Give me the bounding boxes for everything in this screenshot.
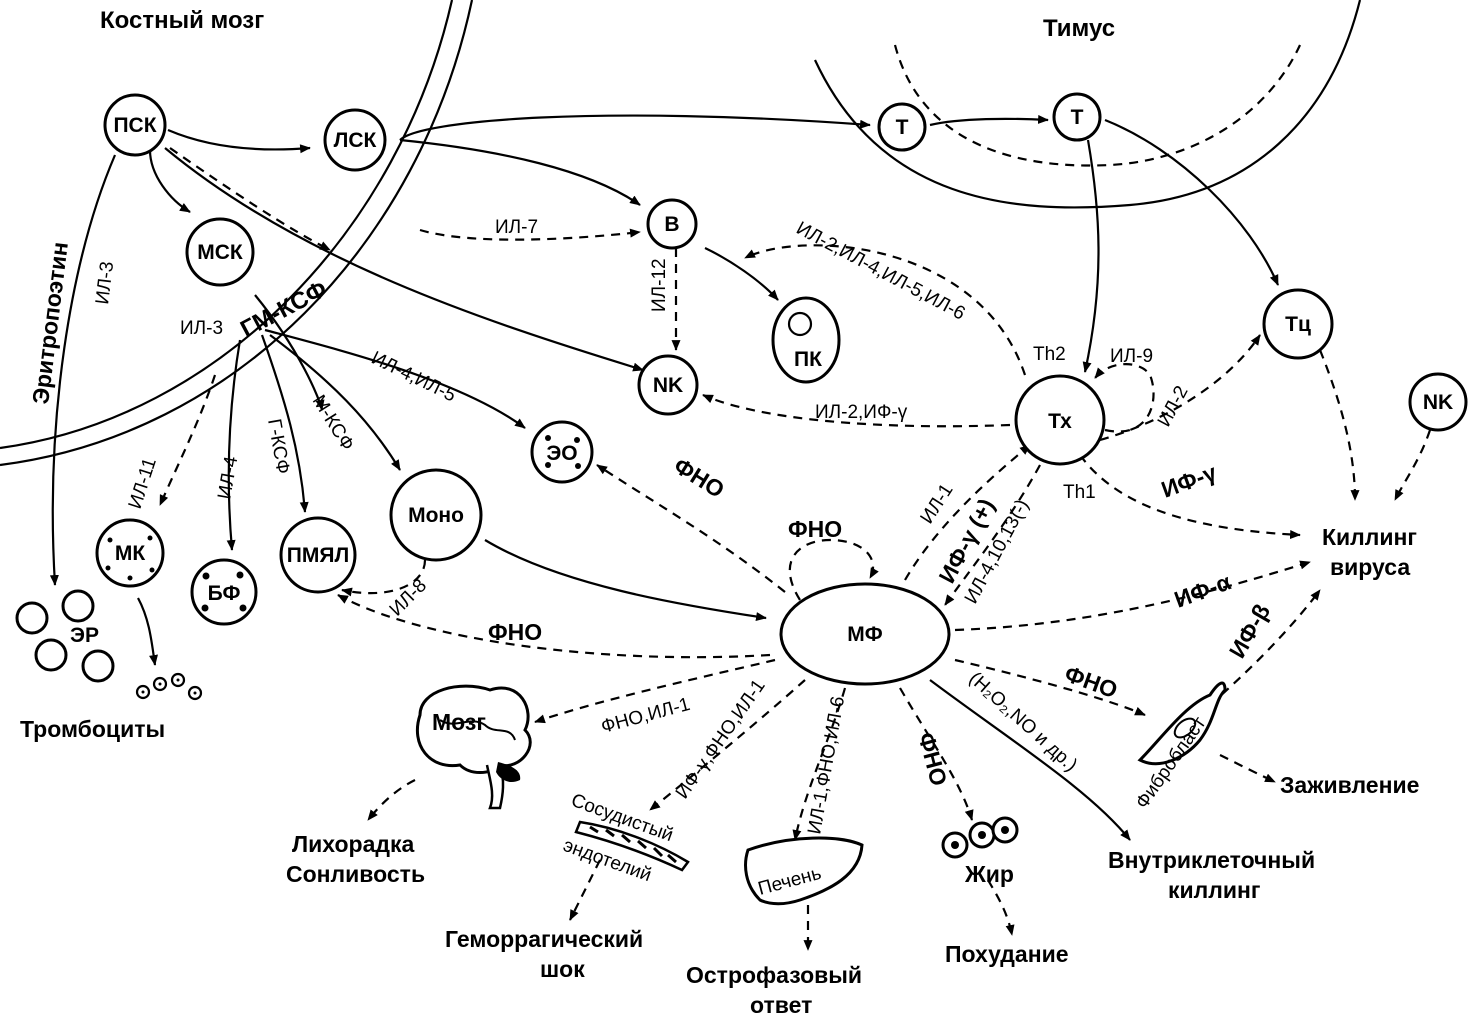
cell-nk-right-label: NK [1423, 391, 1453, 414]
label-il4-il5: ИЛ-4,ИЛ-5 [368, 348, 459, 407]
hemorrhagic-label-2: шок [540, 956, 585, 982]
hemorrhagic-label-1: Геморрагический [445, 926, 643, 952]
cell-eo[interactable]: ЭО [530, 420, 594, 484]
cell-psk[interactable]: ПСК [103, 93, 167, 157]
label-erythropoietin: Эритропоэтин [27, 240, 73, 405]
healing-label: Заживление [1280, 772, 1419, 798]
cell-mono-label: Моно [408, 504, 464, 527]
platelets-icon [135, 672, 203, 701]
cell-tx-label: Тх [1048, 410, 1072, 433]
label-il4: ИЛ-4 [214, 454, 242, 500]
label-il9: ИЛ-9 [1110, 346, 1153, 367]
label-il3-msk: ИЛ-3 [180, 318, 223, 339]
label-if-alpha: ИФ-α [1171, 568, 1234, 612]
label-il2-ifg: ИЛ-2,ИФ-γ [815, 402, 908, 423]
label-il8: ИЛ-8 [386, 575, 431, 620]
virus-kill-label-1: Киллинг [1322, 524, 1417, 550]
acute-label-2: ответ [750, 992, 812, 1018]
cell-tx[interactable]: Тх [1014, 374, 1106, 466]
cell-eo-label: ЭО [546, 442, 577, 465]
label-tnf-fibro: ФНО [1061, 660, 1121, 703]
vascular-endothelium-icon: Сосудистый эндотелий [560, 790, 690, 886]
label-il2-tc: ИЛ-2 [1154, 382, 1193, 430]
label-m-csf: М-КСФ [308, 392, 358, 455]
label-if-beta: ИФ-β [1224, 599, 1275, 662]
label-il1-tx: ИЛ-1 [917, 480, 958, 528]
cell-tc-label: Тц [1285, 313, 1311, 336]
label-tnf-eo: ФНО [669, 452, 729, 503]
sleep-label: Сонливость [286, 861, 425, 887]
th2-label: Th2 [1033, 344, 1066, 365]
cell-t1[interactable]: Т [877, 102, 927, 152]
label-il12: ИЛ-12 [649, 258, 670, 312]
acute-label-1: Острофазовый [686, 962, 862, 988]
fibroblast-icon: Фибробласт [1132, 681, 1227, 813]
cell-b-label: В [664, 213, 679, 236]
cell-msk[interactable]: МСК [185, 217, 255, 287]
cell-pmyal-label: ПМЯЛ [287, 544, 349, 567]
cell-b[interactable]: В [646, 198, 698, 250]
cell-t2-label: Т [1071, 106, 1084, 129]
cell-t2[interactable]: Т [1052, 92, 1102, 142]
label-il1-tnf-il6: ИЛ-1,ФНО,ИЛ-6 [804, 695, 849, 836]
cell-lsk[interactable]: ЛСК [323, 108, 387, 172]
label-il3-left: ИЛ-3 [92, 260, 118, 305]
label-g-csf: Г-КСФ [263, 417, 293, 475]
cell-mono[interactable]: Моно [389, 468, 483, 562]
th1-label: Th1 [1063, 482, 1096, 503]
cell-bf[interactable]: БФ [190, 558, 258, 626]
cell-mk-label: МК [115, 542, 145, 565]
cell-nk-left-label: NK [653, 374, 683, 397]
cell-tc[interactable]: Тц [1262, 288, 1334, 360]
thymus-title: Тимус [1043, 15, 1115, 42]
fat-label: Жир [964, 861, 1014, 887]
virus-kill-label-2: вируса [1330, 554, 1410, 580]
cell-msk-label: МСК [197, 241, 243, 264]
cell-psk-label: ПСК [113, 114, 156, 137]
label-tnf-pmyal: ФНО [488, 619, 542, 645]
cell-pk[interactable]: ПК [771, 296, 841, 384]
cell-pk-label: ПК [794, 348, 822, 371]
bone-marrow-title: Костный мозг [100, 7, 264, 34]
label-tnf-fat: ФНО [913, 730, 952, 789]
fever-label: Лихорадка [292, 831, 414, 857]
liver-icon: Печень [744, 836, 864, 906]
erythrocytes: ЭР [15, 589, 115, 683]
label-if-gamma-kill: ИФ-γ [1158, 459, 1220, 503]
cell-bf-label: БФ [208, 582, 241, 605]
thymus-boundary [814, 0, 1362, 209]
cell-pmyal[interactable]: ПМЯЛ [279, 516, 357, 594]
weight-loss-label: Похудание [945, 941, 1069, 967]
label-tnf-il1-brain: ФНО,ИЛ-1 [599, 694, 693, 738]
cell-mf-label: МФ [847, 623, 882, 646]
cell-lsk-label: ЛСК [334, 129, 377, 152]
intracell-label-1: Внутриклеточный [1108, 847, 1315, 873]
label-il7: ИЛ-7 [495, 217, 538, 238]
cell-t1-label: Т [896, 116, 909, 139]
solid-arrows [49, 114, 1280, 841]
cell-nk-left[interactable]: NK [637, 354, 699, 416]
label-tnf-self: ФНО [788, 516, 842, 542]
erythrocytes-label: ЭР [70, 624, 99, 647]
cell-nk-right[interactable]: NK [1408, 372, 1468, 432]
brain-icon: Мозг [415, 684, 532, 810]
fat-cells-icon: Жир [941, 816, 1019, 887]
dashed-arrows [158, 147, 1432, 951]
brain-label: Мозг [432, 709, 486, 735]
intracell-label-2: киллинг [1168, 877, 1260, 903]
platelets-label: Тромбоциты [20, 716, 165, 742]
cell-mk[interactable]: МК [95, 518, 165, 588]
cell-mf[interactable]: МФ [779, 582, 951, 686]
label-il11: ИЛ-11 [125, 455, 161, 511]
bone-marrow-boundary [0, 0, 474, 467]
